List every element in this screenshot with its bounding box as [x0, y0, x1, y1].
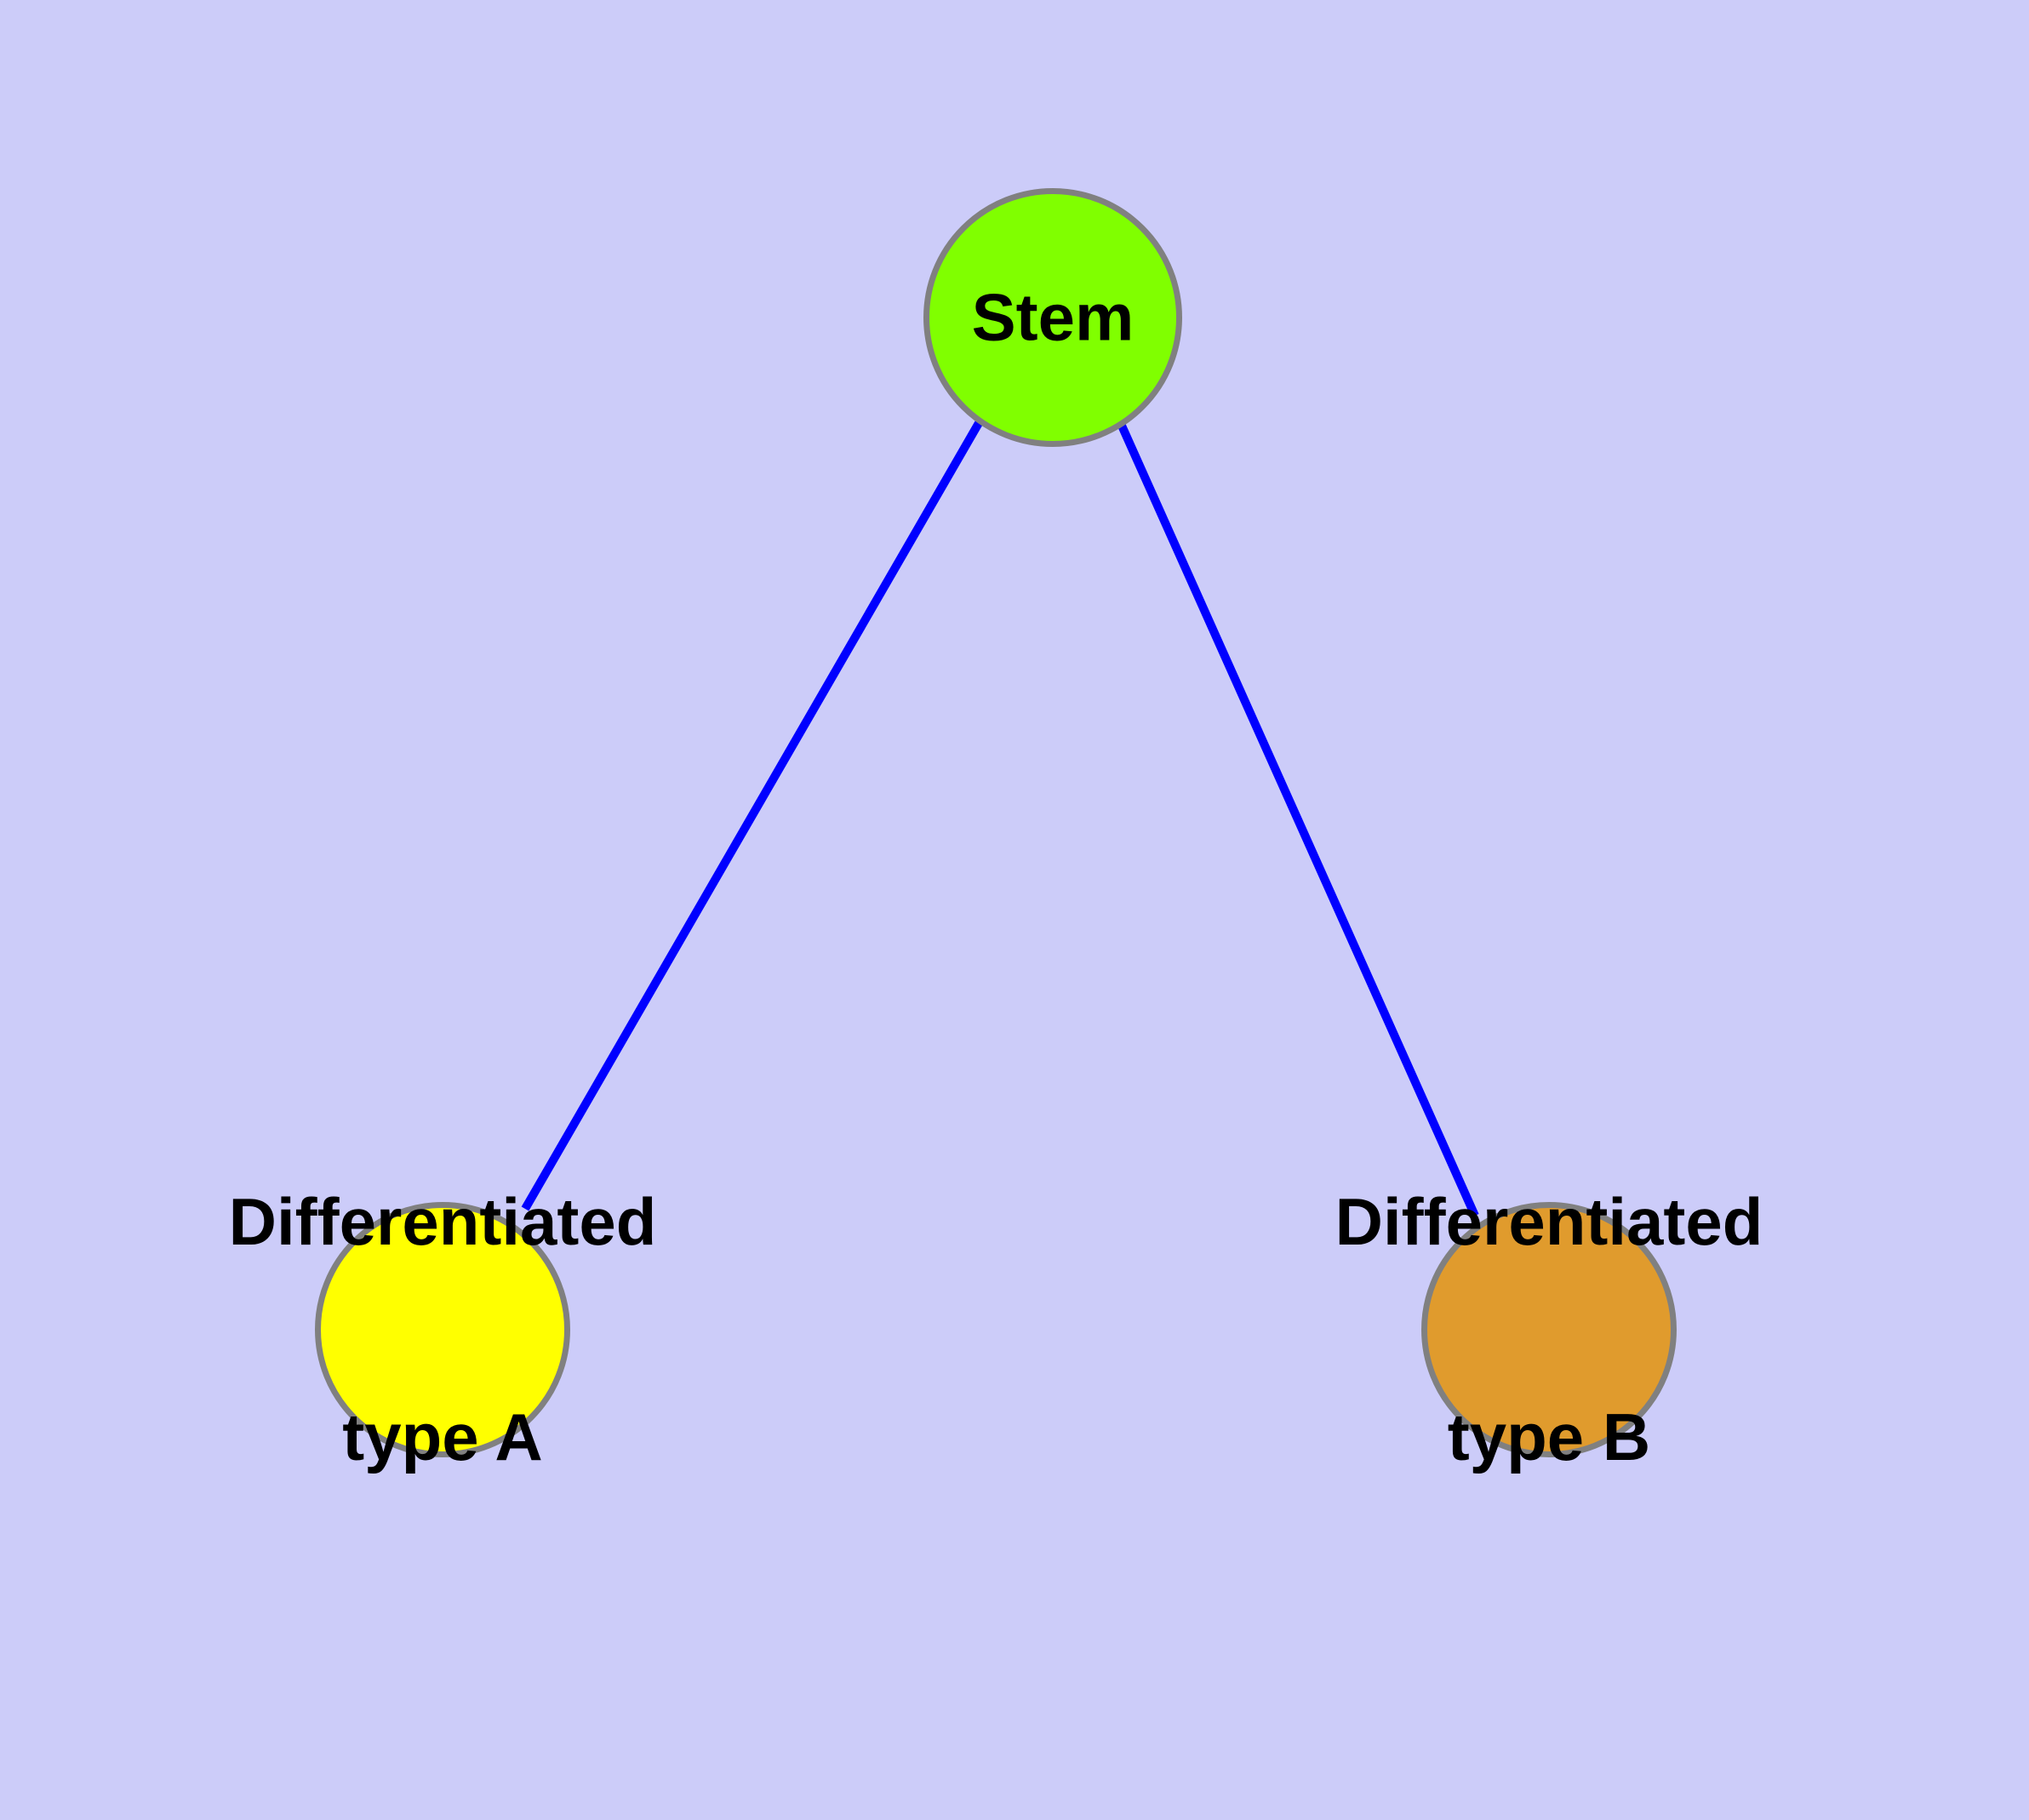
- edge-stem-to-diff-b[interactable]: [1117, 423, 1479, 1218]
- node-differentiated-type-b[interactable]: [1421, 1202, 1677, 1457]
- edge-layer: [521, 421, 1479, 1218]
- node-stem[interactable]: [923, 188, 1182, 447]
- node-differentiated-type-a[interactable]: [315, 1202, 570, 1457]
- node-layer: [315, 188, 1677, 1457]
- edge-stem-to-diff-a[interactable]: [521, 421, 983, 1211]
